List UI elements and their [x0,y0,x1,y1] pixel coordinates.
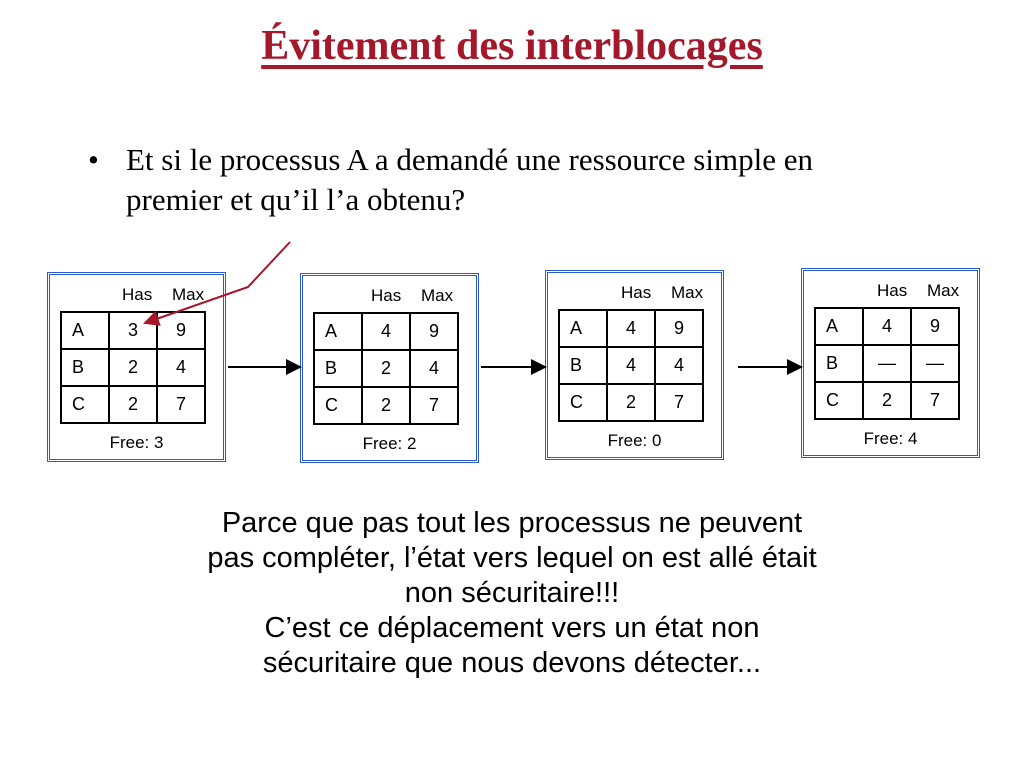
free-count: Free: 4 [863,429,918,448]
table-row: C 2 7 [558,383,704,422]
table-row: C 2 7 [60,385,206,424]
free-count: Free: 2 [362,434,417,453]
slide-title: Évitement des interblocages [261,23,763,69]
process-label: A [814,307,864,346]
max-cell: 9 [910,307,960,346]
process-label: B [814,344,864,383]
state-table-2: Has Max A 4 9 B 2 4 C 2 7 Free: 2 [300,273,479,463]
process-label: B [60,348,110,387]
max-cell: 9 [654,309,704,348]
max-cell: — [910,344,960,383]
process-label: A [313,312,363,351]
max-cell: 9 [156,311,206,350]
conclusion-line: non sécuritaire!!! [404,577,620,610]
has-cell: 4 [606,346,656,385]
process-label: A [60,311,110,350]
process-label: C [313,386,363,425]
has-cell: 2 [108,385,158,424]
max-cell: 7 [409,386,459,425]
table-row: A 4 9 [814,307,960,346]
table-row: A 3 9 [60,311,206,350]
table-row: A 4 9 [313,312,459,351]
pointer-line [143,241,291,326]
max-cell: 4 [409,349,459,388]
table-row: B — — [814,344,960,383]
header-max: Max [927,281,960,300]
conclusion-line: C’est ce déplacement vers un état non [264,612,760,645]
bullet-text: Et si le processus A a demandé une resso… [126,142,813,218]
state-table-3: Has Max A 4 9 B 4 4 C 2 7 Free: 0 [545,270,724,460]
has-cell: 4 [862,307,912,346]
max-cell: 7 [654,383,704,422]
process-label: C [60,385,110,424]
max-cell: 7 [910,381,960,420]
conclusion-line: Parce que pas tout les processus ne peuv… [221,507,803,539]
allocation-table: A 4 9 B — — C 2 7 [814,307,960,420]
process-label: A [558,309,608,348]
conclusion-text: Parce que pas tout les processus ne peuv… [40,506,984,681]
table-row: B 2 4 [313,349,459,388]
state-table-1: Has Max A 3 9 B 2 4 C 2 7 Free: 3 [47,272,226,462]
process-label: B [558,346,608,385]
allocation-table: A 4 9 B 4 4 C 2 7 [558,309,704,422]
process-label: C [558,383,608,422]
free-count: Free: 0 [607,431,662,450]
state-table-4: Has Max A 4 9 B — — C 2 7 Free: 4 [801,268,980,458]
header-has: Has [371,286,402,305]
conclusion-line: sécuritaire que nous devons détecter... [262,647,762,680]
header-has: Has [621,283,652,302]
has-cell: 2 [361,349,411,388]
max-cell: 4 [654,346,704,385]
table-row: B 4 4 [558,346,704,385]
free-count: Free: 3 [109,433,164,452]
header-has: Has [877,281,908,300]
max-cell: 9 [409,312,459,351]
has-cell: 4 [361,312,411,351]
has-cell: 2 [606,383,656,422]
has-cell: — [862,344,912,383]
max-cell: 4 [156,348,206,387]
bullet-point: • Et si le processus A a demandé une res… [88,140,908,221]
table-row: B 2 4 [60,348,206,387]
has-cell: 2 [108,348,158,387]
has-cell: 2 [361,386,411,425]
header-has: Has [122,285,153,304]
table-row: C 2 7 [313,386,459,425]
process-label: C [814,381,864,420]
process-label: B [313,349,363,388]
allocation-table: A 4 9 B 2 4 C 2 7 [313,312,459,425]
table-row: A 4 9 [558,309,704,348]
bullet-symbol: • [88,142,99,177]
has-cell: 4 [606,309,656,348]
header-max: Max [421,286,454,305]
header-max: Max [172,285,205,304]
max-cell: 7 [156,385,206,424]
header-max: Max [671,283,704,302]
table-row: C 2 7 [814,381,960,420]
has-cell: 2 [862,381,912,420]
allocation-table: A 3 9 B 2 4 C 2 7 [60,311,206,424]
conclusion-line: pas compléter, l’état vers lequel on est… [207,542,817,575]
